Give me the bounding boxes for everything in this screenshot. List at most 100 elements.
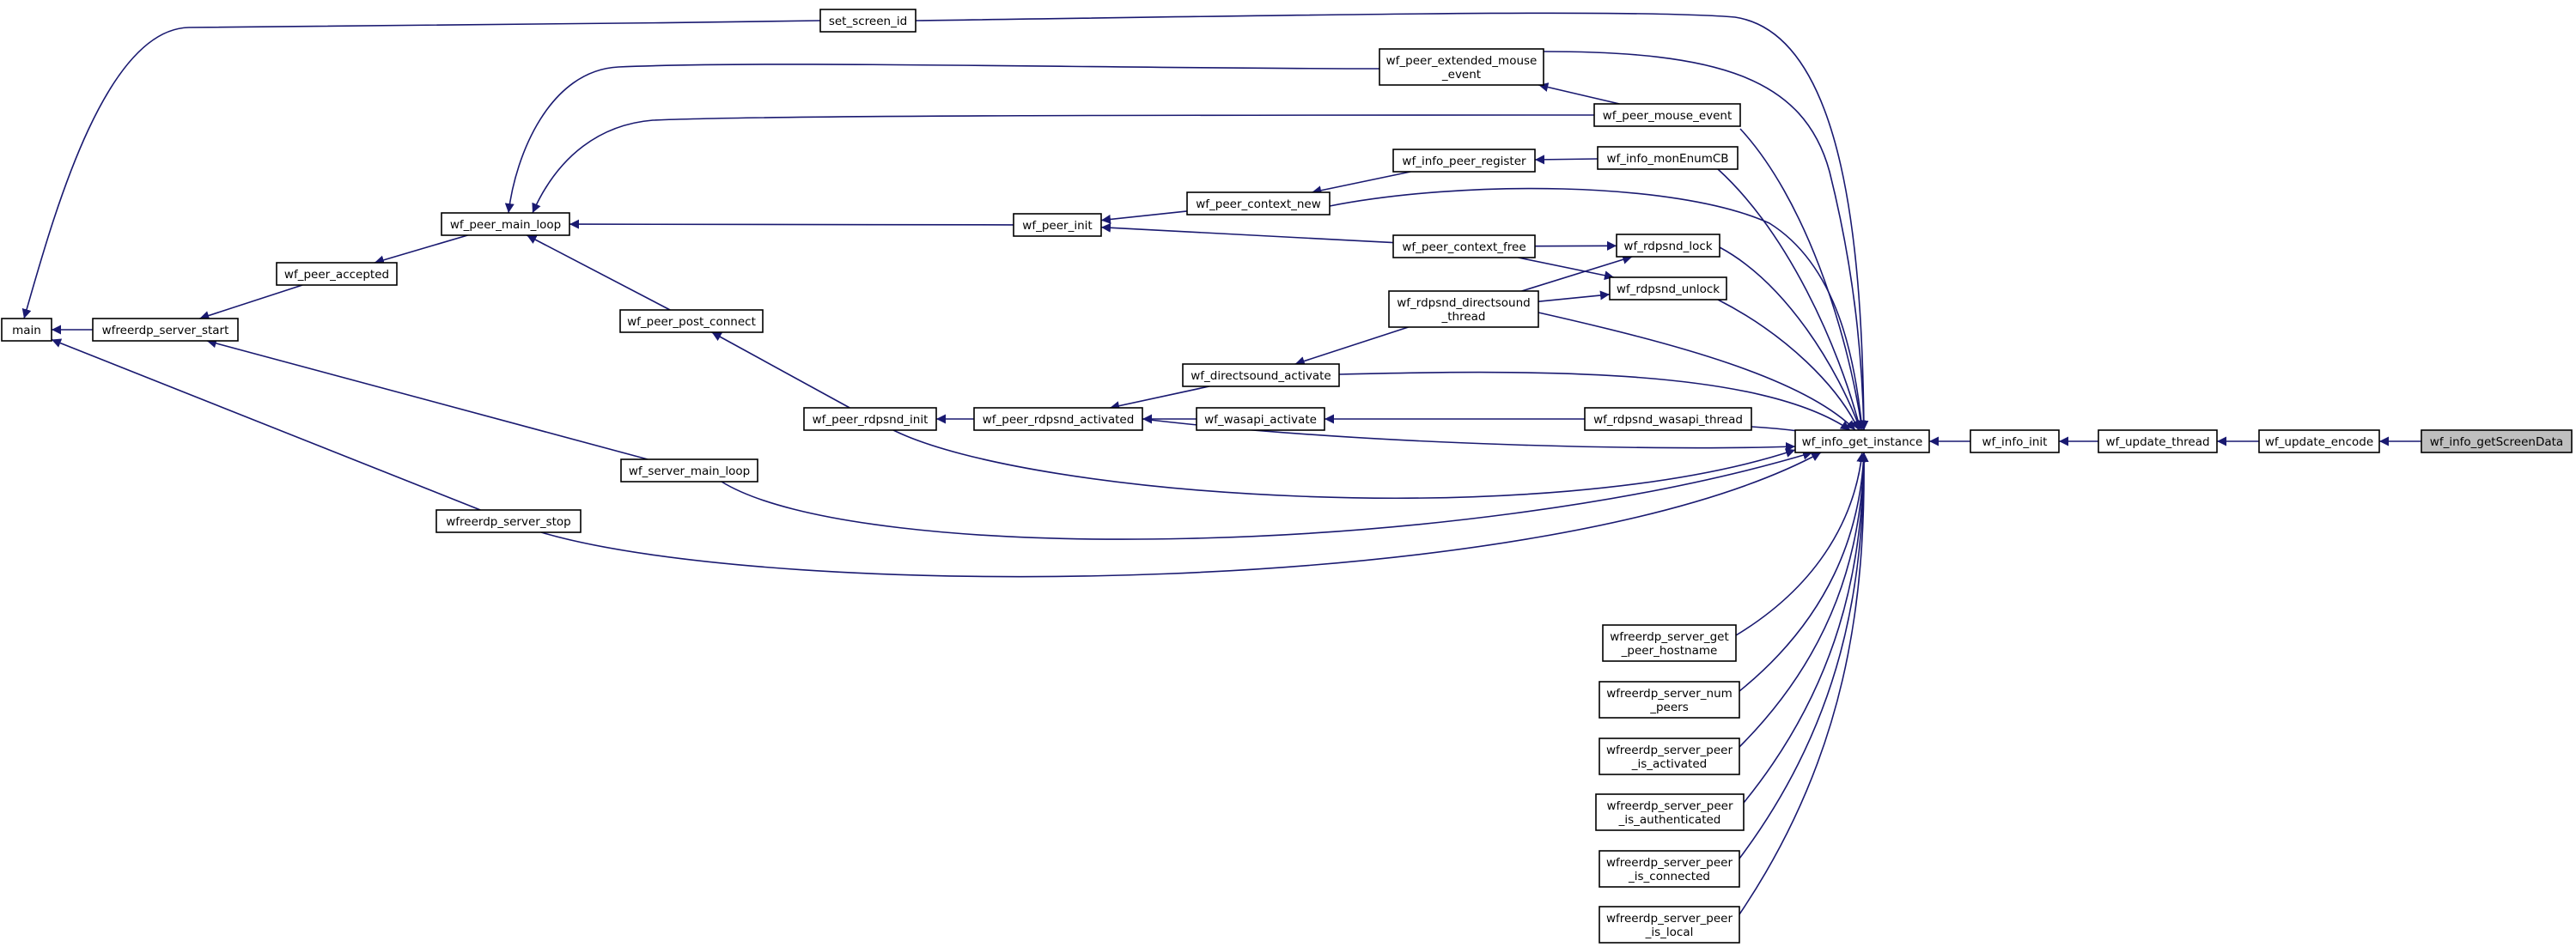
nodes-layer: main wfreerdp_server_start set_screen_idwf… <box>1 9 2573 944</box>
node-label: _peer_hostname <box>1621 644 1718 658</box>
node-box <box>1196 407 1325 431</box>
node-label: _event <box>1441 68 1481 82</box>
node-wf-peer-context-free[interactable]: wf_peer_context_free <box>1392 234 1536 258</box>
node-box <box>1392 149 1536 173</box>
edge-wf_rdpsnd_directsound_thread-to-wf_rdpsnd_lock <box>1521 255 1633 292</box>
node-label: wf_info_get_instance <box>1802 435 1923 449</box>
node-label: wf_info_peer_register <box>1402 155 1526 168</box>
node-wf-server-main-loop[interactable]: wf_server_main_loop <box>620 458 758 483</box>
node-wfreerdp-server-start[interactable]: wfreerdp_server_start <box>92 318 239 342</box>
edge-wf_peer_accepted-to-wfreerdp_server_start <box>199 284 303 320</box>
node-label: wf_update_encode <box>2265 435 2373 449</box>
edge-wf_peer_init-to-wf_peer_main_loop <box>569 219 1014 229</box>
node-box <box>276 262 398 286</box>
node-wfreerdp-server-num-peers[interactable]: wfreerdp_server_num_peers <box>1599 681 1740 719</box>
edge-wf_peer_mouse_event-to-wf_peer_main_loop <box>532 114 1595 214</box>
node-label: wf_peer_rdpsnd_init <box>813 413 929 427</box>
node-label: wf_peer_init <box>1022 219 1092 233</box>
node-wf-info-init[interactable]: wf_info_init <box>1970 429 2060 453</box>
node-wf-info-get-instance[interactable]: wf_info_get_instance <box>1794 429 1930 453</box>
node-wf-peer-mouse-event[interactable]: wf_peer_mouse_event <box>1593 103 1741 127</box>
node-box <box>441 212 570 236</box>
node-box <box>1388 290 1539 328</box>
node-label: wf_wasapi_activate <box>1204 413 1317 427</box>
edge-wf_peer_mouse_event-to-wf_info_get_instance <box>1739 128 1866 431</box>
node-box <box>1593 103 1741 127</box>
node-label: main <box>12 324 41 337</box>
node-wf-rdpsnd-wasapi-thread[interactable]: wf_rdpsnd_wasapi_thread <box>1584 407 1752 431</box>
edge-wfreerdp_server_peer_is_local-to-wf_info_get_instance <box>1739 452 1869 915</box>
edge-wf_peer_context_new-to-wf_info_get_instance <box>1329 187 1867 431</box>
node-main[interactable]: main <box>1 318 52 342</box>
node-wf-directsound-activate[interactable]: wf_directsound_activate <box>1182 363 1340 387</box>
node-label: wf_peer_context_new <box>1196 197 1321 211</box>
edge-wfreerdp_server_peer_is_activated-to-wf_info_get_instance <box>1739 452 1869 748</box>
node-wf-peer-init[interactable]: wf_peer_init <box>1013 213 1102 237</box>
node-wf-rdpsnd-directsound-thread[interactable]: wf_rdpsnd_directsound_thread <box>1388 290 1539 328</box>
node-box <box>1182 363 1340 387</box>
node-wf-peer-extended-mouse-event[interactable]: wf_peer_extended_mouse_event <box>1379 48 1544 86</box>
edge-wf_peer_context_free-to-wf_rdpsnd_unlock <box>1518 257 1615 281</box>
node-label: wf_peer_main_loop <box>450 218 561 232</box>
node-label: wfreerdp_server_num <box>1606 687 1733 701</box>
node-box <box>1970 429 2060 453</box>
node-wf-rdpsnd-unlock[interactable]: wf_rdpsnd_unlock <box>1609 276 1727 300</box>
node-label: wf_directsound_activate <box>1191 369 1331 383</box>
node-box <box>1599 850 1740 888</box>
edge-wf_peer_extended_mouse_event-to-wf_info_get_instance <box>1543 51 1869 431</box>
node-wf-rdpsnd-lock[interactable]: wf_rdpsnd_lock <box>1616 234 1720 258</box>
node-box <box>1379 48 1544 86</box>
node-box <box>1602 624 1737 662</box>
node-box <box>1 318 52 342</box>
node-wf-peer-main-loop[interactable]: wf_peer_main_loop <box>441 212 570 236</box>
node-label: _is_connected <box>1628 870 1710 883</box>
edge-wfreerdp_server_peer_is_connected-to-wf_info_get_instance <box>1739 452 1869 859</box>
node-wf-info-peer-register[interactable]: wf_info_peer_register <box>1392 149 1536 173</box>
node-box <box>1584 407 1752 431</box>
node-box <box>2098 429 2218 453</box>
node-box <box>1013 213 1102 237</box>
node-label: wfreerdp_server_peer <box>1606 799 1733 813</box>
node-wfreerdp-server-peer-is-activated[interactable]: wfreerdp_server_peer_is_activated <box>1599 738 1740 775</box>
node-box <box>620 458 758 483</box>
node-wf-peer-post-connect[interactable]: wf_peer_post_connect <box>619 309 764 333</box>
node-label: wfreerdp_server_stop <box>446 515 571 529</box>
node-label: wfreerdp_server_peer <box>1606 856 1733 870</box>
node-wfreerdp-server-peer-is-authenticated[interactable]: wfreerdp_server_peer_is_authenticated <box>1595 793 1745 831</box>
node-wfreerdp-server-peer-is-local[interactable]: wfreerdp_server_peer_is_local <box>1599 906 1740 944</box>
node-wf-wasapi-activate[interactable]: wf_wasapi_activate <box>1196 407 1325 431</box>
node-box <box>1609 276 1727 300</box>
node-wf-peer-accepted[interactable]: wf_peer_accepted <box>276 262 398 286</box>
node-label: _thread <box>1440 310 1485 324</box>
node-wfreerdp-server-stop[interactable]: wfreerdp_server_stop <box>435 509 582 533</box>
node-box <box>2421 429 2573 453</box>
edge-wf_directsound_activate-to-wf_peer_rdpsnd_activated <box>1110 385 1209 411</box>
node-label: wf_peer_extended_mouse <box>1386 54 1538 68</box>
node-box <box>2258 429 2380 453</box>
node-wf-info-getScreenData[interactable]: wf_info_getScreenData <box>2421 429 2573 453</box>
node-wf-peer-rdpsnd-activated[interactable]: wf_peer_rdpsnd_activated <box>973 407 1143 431</box>
node-label: wfreerdp_server_get <box>1610 630 1729 644</box>
node-label: set_screen_id <box>829 15 907 28</box>
node-label: wf_rdpsnd_directsound <box>1397 296 1530 310</box>
node-box <box>1616 234 1720 258</box>
node-label: wf_update_thread <box>2105 435 2209 449</box>
node-label: _is_authenticated <box>1618 813 1721 827</box>
node-label: wf_peer_mouse_event <box>1603 109 1733 123</box>
node-wf-update-thread[interactable]: wf_update_thread <box>2098 429 2218 453</box>
node-wf-info-monEnumCB[interactable]: wf_info_monEnumCB <box>1597 146 1739 170</box>
edge-wf_rdpsnd_lock-to-wf_info_get_instance <box>1719 246 1862 431</box>
node-wfreerdp-server-peer-is-connected[interactable]: wfreerdp_server_peer_is_connected <box>1599 850 1740 888</box>
edge-set_screen_id-to-main <box>21 20 821 319</box>
node-label: _is_local <box>1645 926 1694 939</box>
node-label: wf_peer_rdpsnd_activated <box>983 413 1135 427</box>
node-wf-peer-rdpsnd-init[interactable]: wf_peer_rdpsnd_init <box>803 407 937 431</box>
node-wfreerdp-server-get-peer-hostname[interactable]: wfreerdp_server_get_peer_hostname <box>1602 624 1737 662</box>
node-wf-update-encode[interactable]: wf_update_encode <box>2258 429 2380 453</box>
node-label: wf_peer_context_free <box>1402 240 1526 254</box>
node-wf-peer-context-new[interactable]: wf_peer_context_new <box>1186 191 1331 216</box>
node-set-screen-id[interactable]: set_screen_id <box>819 9 917 33</box>
edge-wf_peer_context_free-to-wf_peer_init <box>1100 222 1394 244</box>
node-box <box>1392 234 1536 258</box>
